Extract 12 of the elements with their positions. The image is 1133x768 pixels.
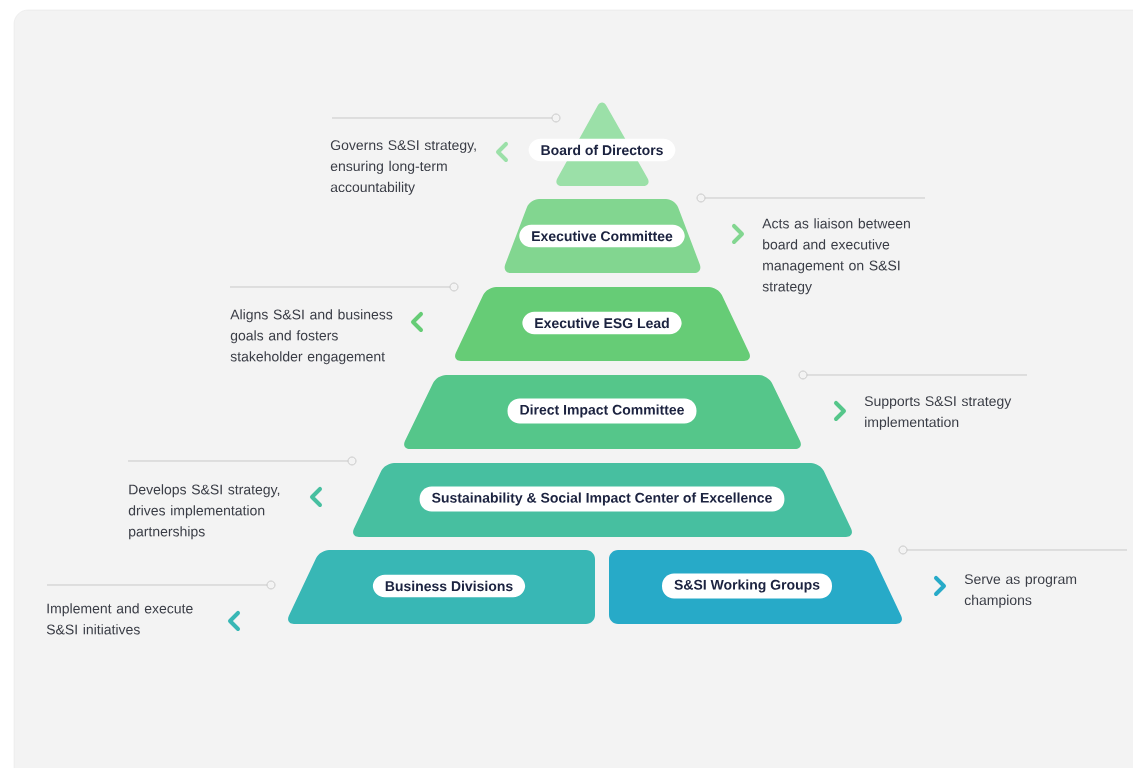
description-text: Aligns S&SI and business goals and fosters stakeholder engagement <box>230 309 393 365</box>
tier-band: Board of Directors <box>528 102 676 186</box>
tier-band: Executive Committee <box>504 199 701 273</box>
tier-band: Business Divisions <box>288 550 595 624</box>
description-text: Supports S&SI strategy implementation <box>864 396 1012 430</box>
description-text: Governs S&SI strategy, ensuring long-term accountability <box>330 140 476 195</box>
description-text: Implement and execute S&SI initiatives <box>46 603 193 635</box>
description-text: Acts as liaison between board and executive management on S&SI strategy <box>762 218 910 295</box>
tier-band: Sustainability & Social Impact Center of Excellence <box>353 463 852 537</box>
tier-band: S&SI Working Groups <box>609 550 902 624</box>
description-text: Serve as program champions <box>964 574 1077 608</box>
description-text: Develops S&SI strategy, drives implementation partnerships <box>128 484 280 540</box>
